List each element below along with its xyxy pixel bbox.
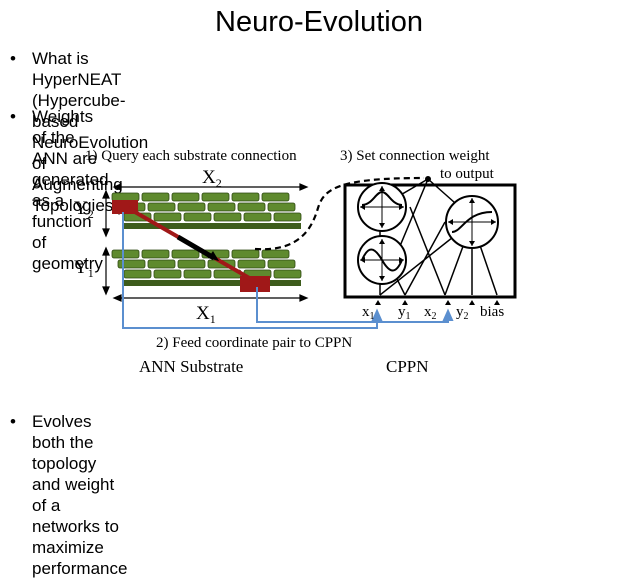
substrate-node <box>183 212 212 222</box>
step3-label-line2: to output <box>440 166 495 182</box>
bullet-text: Evolves both the topology and weight of … <box>32 411 127 579</box>
substrate-node <box>111 192 140 202</box>
y2-label: Y2 <box>74 198 94 221</box>
input-bias: bias <box>480 304 504 320</box>
hyperneat-diagram: 1) Query each substrate connection 3) Se… <box>74 148 517 376</box>
bullet-line: Weights of the ANN are generated as a fu… <box>32 107 109 273</box>
bullet-marker: • <box>10 412 16 431</box>
substrate-node <box>237 202 266 212</box>
substrate-node <box>231 249 260 259</box>
substrate-node <box>147 259 176 269</box>
input-x2: x2 <box>424 304 437 322</box>
bullet-marker: • <box>10 49 16 68</box>
x2-arrow <box>112 183 309 191</box>
x1-arrow <box>112 294 309 302</box>
coordinate-feed-lines <box>122 212 454 329</box>
input-y2: y2 <box>456 304 469 322</box>
substrate-node <box>153 212 182 222</box>
weight-feedback-curve <box>254 176 425 251</box>
x1-label: X1 <box>196 303 216 326</box>
gaussian-node <box>357 182 407 232</box>
substrate-node <box>117 259 146 269</box>
connection-arrowhead <box>208 251 219 261</box>
bullet-text: What is HyperNEAT (Hypercube-based Neuro… <box>32 48 148 216</box>
substrate-node <box>237 259 266 269</box>
substrate-node <box>183 269 212 279</box>
substrate-node <box>177 259 206 269</box>
bullet-line: Evolves both the topology and weight of … <box>32 412 119 557</box>
substrate-node <box>273 212 302 222</box>
substrate-node <box>171 249 200 259</box>
cppn-label: CPPN <box>386 357 429 376</box>
substrate-node <box>111 249 140 259</box>
connection-weight-segment <box>176 234 216 261</box>
target-node-highlight <box>240 276 270 292</box>
substrate-base <box>124 280 301 286</box>
substrate-node <box>231 192 260 202</box>
cppn-input-labels: x1 y1 x2 y2 bias <box>362 304 504 322</box>
slide-title: Neuro-Evolution <box>215 6 423 38</box>
hidden-node <box>445 195 499 249</box>
substrate-node <box>141 192 170 202</box>
substrate-node <box>267 259 296 269</box>
bullet-line: What is HyperNEAT (Hypercube-based Neuro… <box>32 49 149 173</box>
substrate-node <box>153 269 182 279</box>
step2-label: 2) Feed coordinate pair to CPPN <box>156 335 352 351</box>
input-arrows <box>375 300 500 305</box>
bullet-line: performance <box>32 559 128 578</box>
substrate-node <box>147 202 176 212</box>
substrate-plane-top <box>111 192 302 229</box>
substrate-node <box>171 192 200 202</box>
substrate-node <box>123 269 152 279</box>
substrate-base <box>124 223 301 229</box>
substrate-node <box>273 269 302 279</box>
x2-label: X2 <box>202 167 222 190</box>
y1-label: Y1 <box>74 257 94 280</box>
cppn-output-node <box>425 176 431 182</box>
input-x1: x1 <box>362 304 375 322</box>
step1-label: 1) Query each substrate connection <box>85 148 297 164</box>
substrate-node <box>243 212 272 222</box>
y1-arrow <box>102 246 110 296</box>
bullet-marker: • <box>10 107 16 126</box>
substrate-node <box>207 202 236 212</box>
substrate-node <box>201 192 230 202</box>
input-y1: y1 <box>398 304 411 322</box>
substrate-node <box>261 249 290 259</box>
sine-node <box>357 235 407 285</box>
substrate-node <box>213 212 242 222</box>
substrate-node <box>177 202 206 212</box>
step3-label-line1: 3) Set connection weight <box>340 148 490 164</box>
bullet-text: Weights of the ANN are generated as a fu… <box>32 106 109 274</box>
substrate-node <box>141 249 170 259</box>
y2-arrow <box>102 189 110 238</box>
substrate-node <box>267 202 296 212</box>
substrate-node <box>261 192 290 202</box>
ann-substrate-label: ANN Substrate <box>139 357 243 376</box>
bullet-line: Augmenting Topologies )? <box>32 175 134 215</box>
